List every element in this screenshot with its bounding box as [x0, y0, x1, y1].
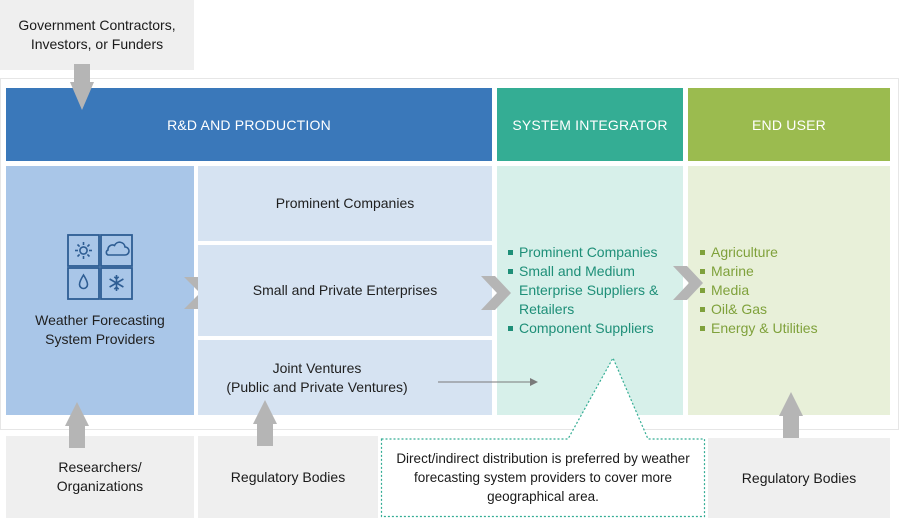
system-integrator-list: Prominent Companies Small and Medium Ent… — [508, 243, 678, 338]
system-integrator-panel — [497, 166, 683, 415]
joint-ventures-arrow-icon — [438, 378, 538, 386]
list-item: Agriculture — [700, 243, 885, 262]
cloud-icon — [105, 241, 130, 256]
arrow-up-icon — [253, 400, 277, 446]
raindrop-icon — [78, 273, 89, 290]
weather-icon-grid — [67, 234, 133, 300]
list-item: Energy & Utilities — [700, 319, 885, 338]
list-item: Prominent Companies — [508, 243, 678, 262]
row-small-private-enterprises: Small and Private Enterprises — [198, 245, 492, 336]
regulatory-bodies-right-box: Regulatory Bodies — [708, 438, 890, 518]
list-item: Oil& Gas — [700, 300, 885, 319]
government-contractors-box: Government Contractors, Investors, or Fu… — [0, 0, 194, 70]
list-item: Media — [700, 281, 885, 300]
header-end-user: END USER — [688, 88, 890, 161]
arrow-down-icon — [70, 64, 94, 110]
list-item: Component Suppliers — [508, 319, 678, 338]
weather-providers-panel — [6, 166, 194, 415]
sun-icon — [75, 242, 92, 259]
arrow-up-icon — [65, 402, 89, 448]
list-item: Small and Medium Enterprise Suppliers & … — [508, 262, 678, 319]
end-user-list: Agriculture Marine Media Oil& Gas Energy… — [700, 243, 885, 338]
snowflake-icon — [109, 275, 124, 291]
header-system-integrator: SYSTEM INTEGRATOR — [497, 88, 683, 161]
list-item: Marine — [700, 262, 885, 281]
row-joint-ventures — [198, 340, 492, 415]
weather-providers-label: Weather Forecasting System Providers — [35, 312, 165, 347]
arrow-right-icon — [673, 266, 703, 300]
regulatory-bodies-left-box: Regulatory Bodies — [198, 436, 378, 518]
joint-ventures-label: Joint Ventures (Public and Private Ventu… — [226, 360, 408, 395]
row-prominent-companies: Prominent Companies — [198, 166, 492, 241]
distribution-callout — [380, 356, 706, 518]
arrow-up-icon — [779, 392, 803, 438]
end-user-panel — [688, 166, 890, 415]
researchers-box: Researchers/ Organizations — [6, 436, 194, 518]
callout-text: Direct/indirect distribution is preferre… — [396, 450, 690, 504]
arrow-right-icon — [481, 276, 511, 310]
header-rd-production: R&D AND PRODUCTION — [6, 88, 492, 161]
